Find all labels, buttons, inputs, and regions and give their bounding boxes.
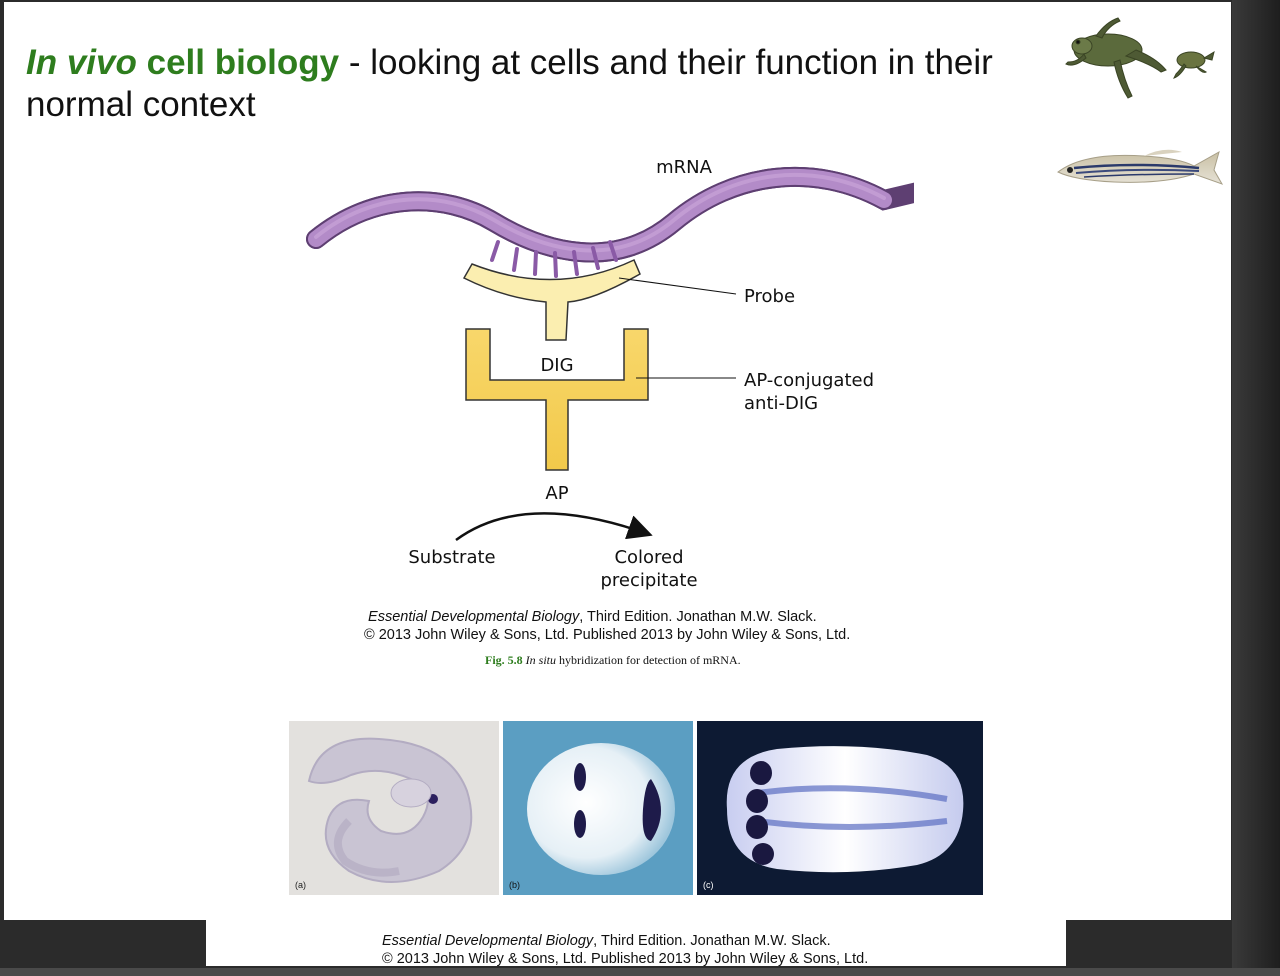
- antibody-shape: [465, 328, 649, 471]
- window-bottom-edge: [0, 968, 1280, 976]
- mrna-strand: [306, 167, 914, 263]
- in-situ-diagram: mRNA Probe DIG AP-conjugated anti-DIG AP…: [306, 157, 914, 591]
- base-pair-ticks: [490, 240, 618, 278]
- photo-panel-c: (c): [697, 721, 983, 895]
- dig-label: DIG: [540, 355, 573, 376]
- ap-conjugated-label: AP-conjugated: [744, 370, 874, 391]
- panel-label-c: (c): [701, 879, 716, 891]
- mrna-label: mRNA: [656, 157, 713, 178]
- bottom-figure-credit: Essential Developmental Biology, Third E…: [382, 932, 868, 968]
- substrate-label: Substrate: [408, 547, 495, 568]
- photo-panel-a: (a): [289, 721, 499, 895]
- title-rest: - looking at cells and their function in…: [26, 43, 993, 124]
- anti-dig-label: anti-DIG: [744, 393, 818, 414]
- credit-line-1: Essential Developmental Biology, Third E…: [368, 609, 817, 625]
- colored-label: Colored: [614, 547, 683, 568]
- bottom-credit-line-2: © 2013 John Wiley & Sons, Ltd. Published…: [382, 951, 869, 967]
- caption-italic: In situ: [525, 653, 557, 667]
- bottom-credit-line-1: Essential Developmental Biology, Third E…: [382, 933, 831, 949]
- figure-credit: Essential Developmental Biology, Third E…: [364, 608, 850, 644]
- probe-leader-line: [618, 277, 737, 295]
- probe-label: Probe: [744, 286, 795, 307]
- photo-panel-b: (b): [503, 721, 693, 895]
- precipitate-label: precipitate: [600, 570, 697, 591]
- title-in-vivo: In vivo: [26, 43, 137, 82]
- slide: In vivo cell biology - looking at cells …: [4, 2, 1231, 920]
- figure-number: Fig. 5.8: [485, 653, 523, 667]
- ap-label: AP: [545, 483, 568, 504]
- frog-image: [1065, 17, 1215, 99]
- panel-label-b: (b): [507, 879, 522, 891]
- reaction-arrow: [455, 512, 653, 542]
- zebrafish-image: [1057, 149, 1224, 185]
- credit-line-2: © 2013 John Wiley & Sons, Ltd. Published…: [364, 627, 851, 643]
- bottom-caption-strip: Essential Developmental Biology, Third E…: [206, 918, 1066, 968]
- window-right-edge: [1232, 0, 1280, 976]
- probe-shape: [462, 258, 641, 341]
- title-cell-biology: cell biology: [136, 43, 340, 82]
- caption-text: hybridization for detection of mRNA.: [556, 653, 741, 667]
- panel-label-a: (a): [293, 879, 308, 891]
- figure-caption: Fig. 5.8 In situ hybridization for detec…: [485, 653, 741, 668]
- slide-title: In vivo cell biology - looking at cells …: [26, 42, 1026, 126]
